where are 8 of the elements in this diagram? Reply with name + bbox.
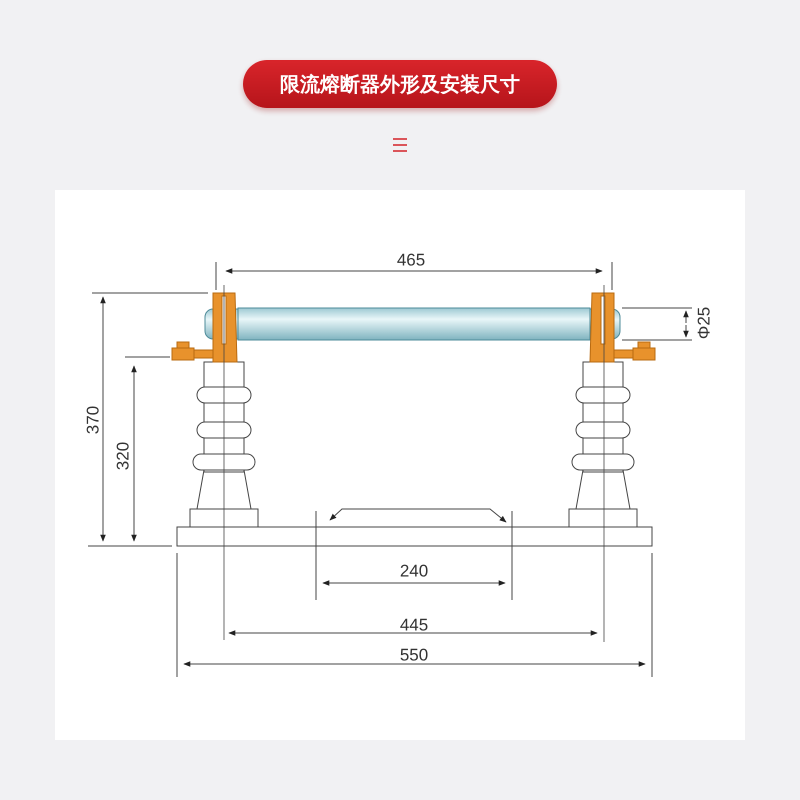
dimension-label: 445 bbox=[400, 616, 428, 634]
dimension-label: 465 bbox=[396, 252, 426, 268]
dimension-label: 320 bbox=[114, 442, 132, 470]
dimension-label: 240 bbox=[400, 562, 428, 580]
dimension-label: 370 bbox=[84, 406, 102, 434]
dimension-label: 550 bbox=[400, 646, 428, 664]
title-banner: 限流熔断器外形及安装尺寸 bbox=[243, 60, 557, 108]
dimension-label: Φ25 bbox=[696, 306, 712, 340]
